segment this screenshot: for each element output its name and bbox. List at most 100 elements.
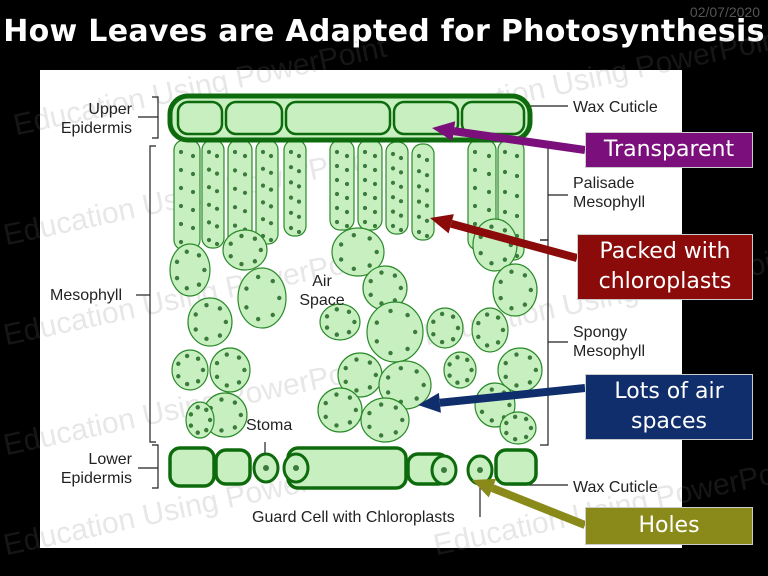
chloroplast: [242, 367, 247, 373]
chloroplast: [232, 149, 238, 155]
chloroplast: [367, 360, 373, 365]
callout-line: spaces: [630, 409, 707, 434]
chloroplast: [232, 400, 238, 405]
chloroplast: [362, 163, 368, 169]
chloroplast: [239, 233, 244, 239]
label-line: Mesophyll: [573, 194, 646, 211]
chloroplast: [242, 153, 248, 159]
chloroplast: [346, 329, 352, 335]
chloroplast: [190, 207, 196, 213]
chloroplast: [503, 374, 508, 380]
chloroplast: [296, 169, 302, 174]
chloroplast: [354, 388, 359, 393]
chloroplast: [398, 227, 404, 233]
chloroplast: [288, 149, 294, 155]
chloroplast: [344, 209, 350, 215]
chloroplast: [296, 214, 302, 219]
chloroplast: [214, 206, 220, 211]
chloroplast: [196, 253, 202, 258]
palisade-cell: [385, 141, 409, 235]
chloroplast: [500, 327, 506, 333]
chloroplast: [190, 189, 196, 195]
chloroplast: [424, 188, 430, 193]
chloroplast: [184, 353, 190, 359]
chloroplast: [242, 172, 248, 177]
chloroplast: [439, 311, 445, 317]
chloroplast: [296, 153, 302, 159]
chloroplast: [374, 339, 380, 344]
chloroplast: [334, 177, 340, 183]
chloroplast: [347, 420, 353, 425]
chloroplast: [398, 213, 404, 218]
chloroplast: [372, 209, 378, 215]
chloroplast: [204, 336, 209, 342]
label-line: Epidermis: [60, 470, 132, 487]
chloroplast: [288, 165, 294, 170]
chloroplast: [372, 181, 378, 187]
chloroplast: [184, 381, 190, 387]
chloroplast: [214, 224, 220, 229]
chloroplast: [416, 199, 422, 204]
epidermis-cell: [284, 100, 392, 136]
chloroplast: [270, 278, 275, 284]
chloroplast: [338, 257, 344, 262]
chloroplast: [323, 414, 328, 420]
chloroplast: [178, 167, 184, 173]
chloroplast: [486, 189, 492, 195]
label-line: Epidermis: [60, 120, 132, 137]
chloroplast: [362, 191, 368, 197]
chloroplast: [288, 225, 294, 231]
chloroplast: [204, 302, 209, 308]
chloroplast: [268, 153, 274, 159]
label-mesophyll: Mesophyll: [50, 287, 123, 304]
chloroplast: [214, 153, 220, 159]
chloroplast: [214, 360, 220, 366]
chloroplast: [206, 237, 212, 243]
chloroplast: [217, 333, 223, 338]
chloroplast: [528, 425, 534, 431]
chloroplast: [372, 167, 378, 173]
chloroplast: [260, 183, 266, 188]
chloroplast: [204, 427, 209, 433]
chloroplast: [398, 184, 404, 189]
chloroplast: [405, 312, 410, 318]
chloroplast: [268, 237, 274, 243]
arrow-packed: [430, 214, 579, 262]
chloroplast: [514, 352, 519, 357]
chloroplast: [255, 316, 261, 322]
chloroplast: [362, 177, 368, 183]
chloroplast: [242, 209, 248, 214]
chloroplast: [509, 306, 514, 311]
chloroplast: [344, 167, 350, 173]
chloroplast: [390, 166, 396, 171]
chloroplast: [498, 295, 503, 301]
chloroplast: [514, 383, 519, 388]
label-line: Spongy: [573, 324, 628, 341]
chloroplast: [469, 367, 474, 373]
chloroplast: [174, 259, 180, 265]
chloroplast: [232, 425, 238, 430]
chloroplast: [390, 151, 396, 157]
chloroplast: [486, 153, 492, 159]
chloroplast: [484, 343, 490, 348]
spongy-cell: [237, 267, 287, 329]
chloroplast: [412, 329, 418, 335]
chloroplast: [431, 332, 436, 337]
chloroplast: [260, 149, 266, 155]
chloroplast: [238, 412, 244, 418]
chloroplast: [236, 355, 242, 360]
chloroplast: [202, 267, 207, 273]
chloroplast: [398, 365, 404, 371]
chloroplast: [441, 467, 447, 473]
chloroplast: [193, 327, 198, 332]
chloroplast: [447, 362, 452, 367]
chloroplast: [268, 221, 274, 226]
palisade-cell: [283, 139, 307, 237]
chloroplast: [255, 274, 261, 280]
chloroplast: [507, 402, 512, 408]
chloroplast: [374, 320, 380, 325]
chloroplast: [522, 273, 528, 278]
callout-transparent: Transparent: [585, 132, 753, 168]
spongy-cell: [366, 301, 424, 363]
chloroplast: [178, 149, 184, 155]
